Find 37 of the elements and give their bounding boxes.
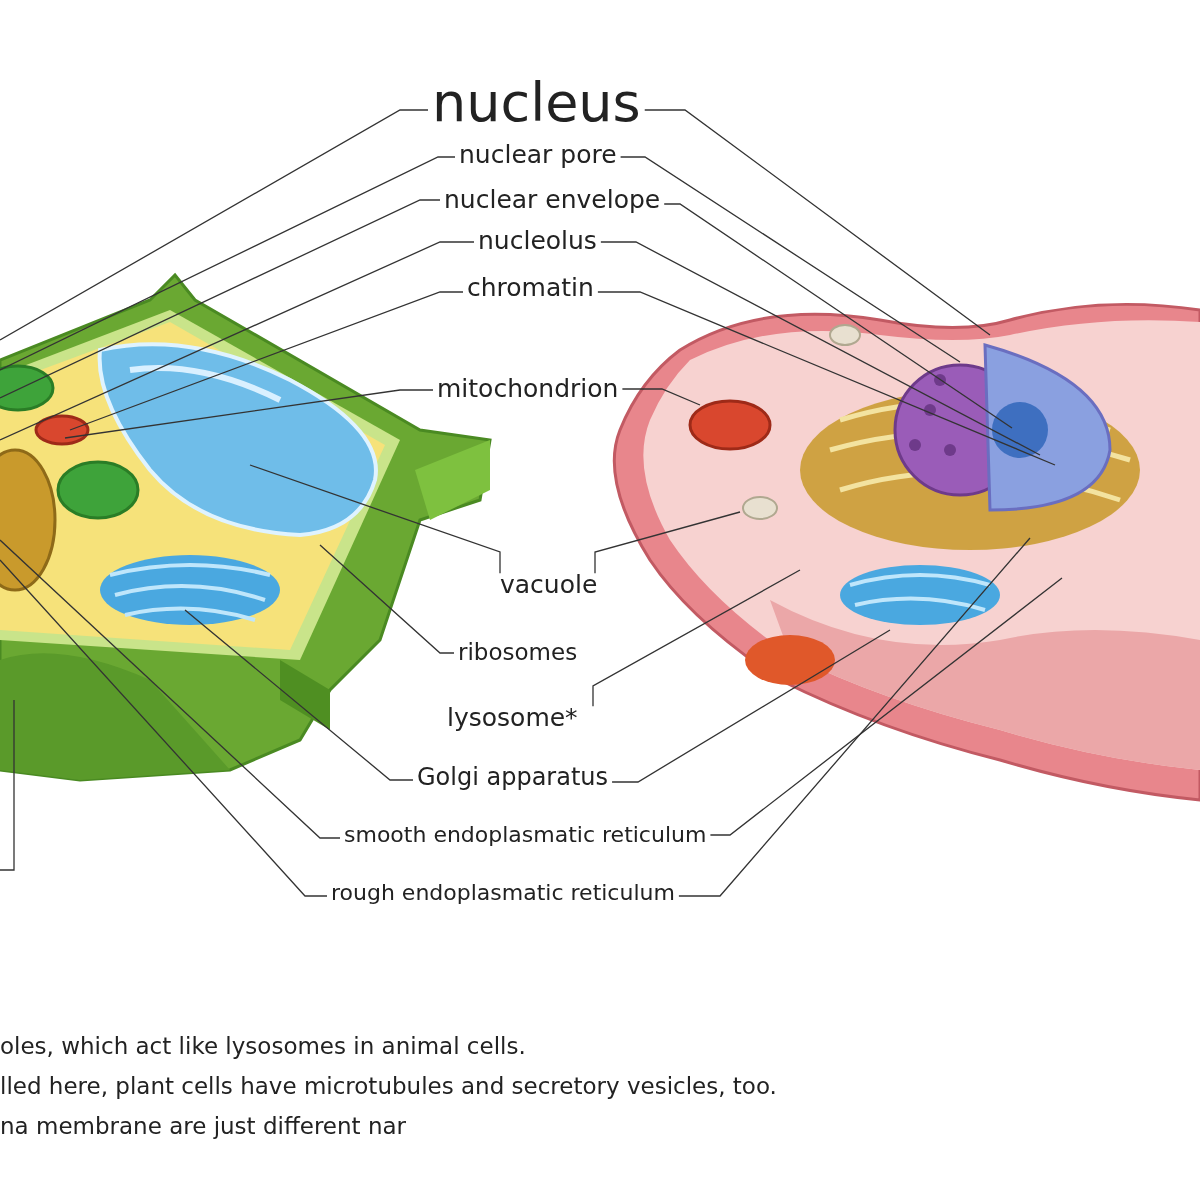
leader-line — [592, 569, 801, 707]
leader-line — [0, 539, 341, 839]
leader-line — [0, 241, 475, 441]
leader-line — [678, 537, 1031, 897]
leader-line — [597, 291, 1056, 466]
leader-line — [619, 156, 961, 363]
leader-line — [594, 511, 741, 574]
leader-line — [249, 464, 501, 574]
leader-line — [64, 389, 434, 439]
leader-line — [69, 291, 464, 431]
leader-line — [600, 241, 1041, 456]
leader-line — [0, 109, 429, 341]
part-label: ribosomes — [458, 640, 578, 666]
part-label: chromatin — [467, 274, 594, 302]
part-label: nuclear pore — [459, 141, 617, 169]
leader-line — [644, 109, 991, 336]
leader-line — [184, 609, 414, 781]
footnote: lled here, plant cells have microtubules and secretory vesicles, too. — [0, 1073, 777, 1099]
part-label: lysosome* — [447, 704, 578, 732]
part-label: Golgi apparatus — [417, 763, 609, 791]
leader-line — [709, 577, 1063, 836]
part-label: nucleus — [432, 73, 641, 133]
part-label: smooth endoplasmatic reticulum — [344, 822, 707, 848]
leader-line — [0, 156, 456, 371]
footnote: oles, which act like lysosomes in animal cells. — [0, 1033, 526, 1059]
leader-line — [319, 544, 455, 654]
leader-line — [0, 199, 441, 399]
leader-line — [663, 203, 1013, 429]
part-label: nuclear envelope — [444, 186, 661, 214]
part-label: mitochondrion — [437, 375, 619, 403]
part-label: vacuole — [500, 571, 598, 599]
part-label: nucleolus — [478, 227, 597, 255]
footnote: na membrane are just different nar — [0, 1113, 407, 1139]
leader-line — [621, 388, 701, 406]
part-label: rough endoplasmatic reticulum — [331, 880, 675, 906]
leader-line — [0, 559, 328, 897]
leader-line — [611, 629, 891, 783]
